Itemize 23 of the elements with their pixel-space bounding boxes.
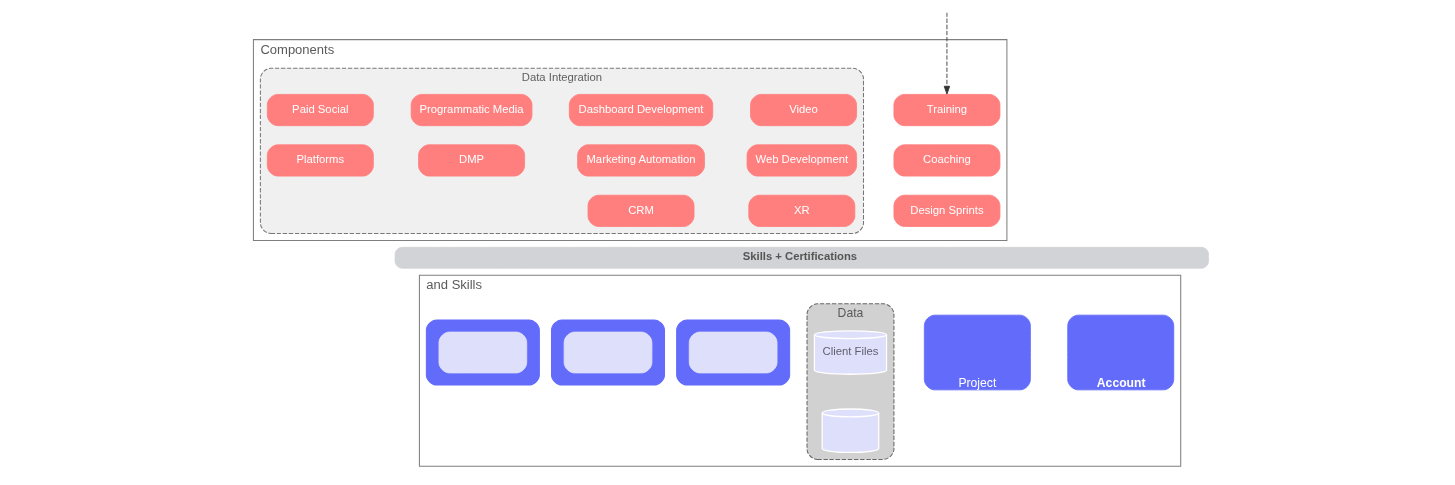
node-box: Training [893, 93, 1001, 127]
node-box [688, 331, 778, 374]
node-box: Platforms [266, 144, 374, 177]
node-box [563, 331, 653, 374]
node-box [438, 331, 528, 374]
node-box: Project [923, 314, 1031, 391]
node-box: Skills + Certifications [394, 246, 1209, 269]
node-box: CRM [587, 194, 695, 227]
node-box: Paid Social [266, 93, 374, 127]
node-box: Video [750, 93, 857, 127]
node-box: Coaching [893, 144, 1001, 177]
cluster [551, 319, 665, 386]
node-box: Marketing Automation [577, 144, 705, 177]
cluster [425, 319, 540, 386]
node-box: Design Sprints [893, 194, 1001, 227]
node-box: Dashboard Development [568, 93, 714, 127]
node-box: XR [748, 194, 856, 227]
node-box: DMP [418, 144, 525, 177]
node-box: Account [1067, 314, 1175, 391]
cluster [676, 319, 791, 386]
arrow [943, 12, 951, 95]
node-box: Programmatic Media [410, 93, 533, 127]
node-box: Web Development [746, 144, 857, 177]
